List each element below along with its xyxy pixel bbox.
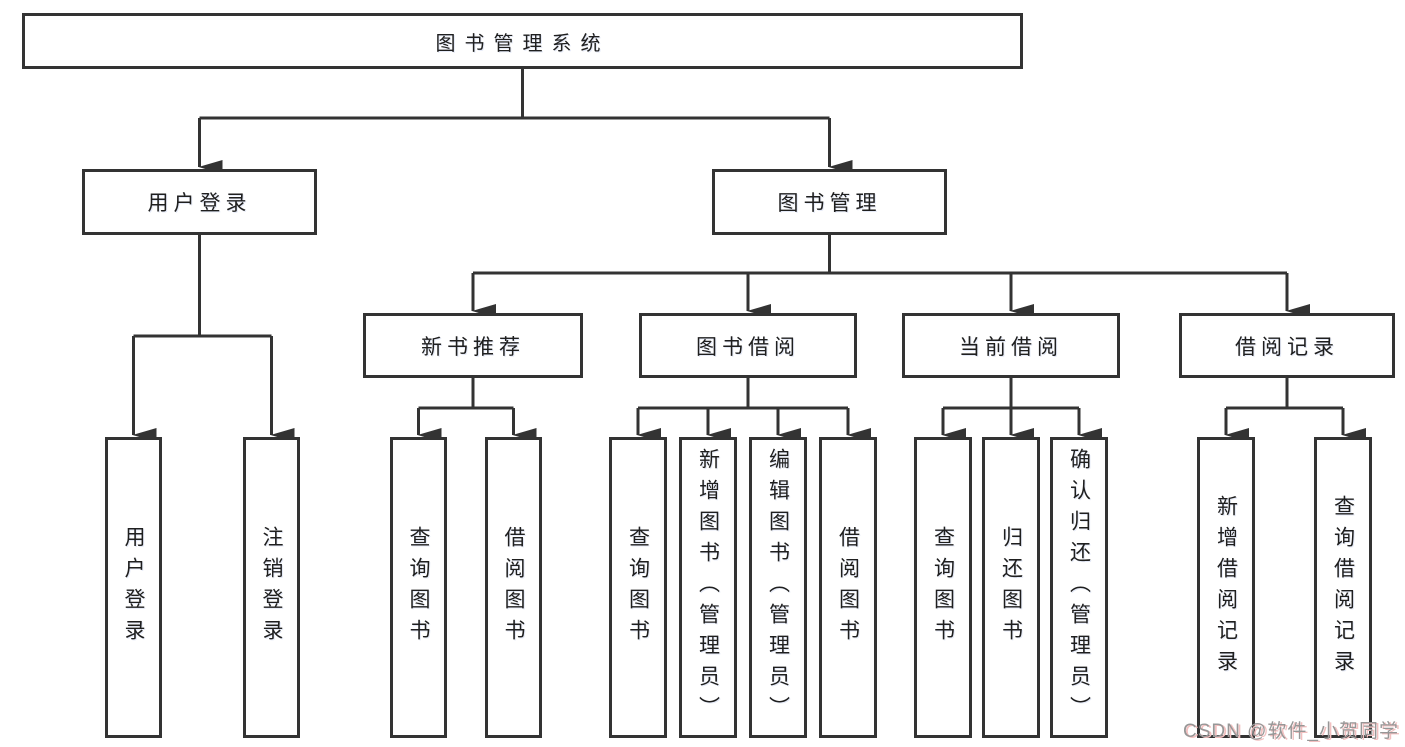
csdn-watermark: CSDN @软件_小贺同学	[1183, 721, 1399, 742]
node-label: 新增借阅记录	[1214, 494, 1238, 681]
node-book-borrow: 图书借阅	[639, 313, 857, 378]
leaf-query-books-borrow: 查询图书	[609, 437, 667, 738]
node-label: 归还图书	[999, 525, 1023, 650]
leaf-add-book-admin: 新增图书（管理员）	[679, 437, 737, 738]
node-label: 编辑图书（管理员）	[766, 448, 790, 727]
node-label: 新增图书（管理员）	[696, 448, 720, 727]
node-label: 新书推荐	[421, 335, 525, 359]
leaf-add-borrow-record: 新增借阅记录	[1197, 437, 1255, 738]
node-label: 注销登录	[260, 525, 283, 650]
node-label: 查询借阅记录	[1331, 494, 1355, 681]
leaf-query-books-recommend: 查询图书	[390, 437, 447, 738]
node-borrow-records: 借阅记录	[1179, 313, 1395, 378]
node-label: 图书管理系统	[435, 32, 610, 55]
node-label: 当前借阅	[959, 335, 1063, 359]
node-user-login: 用户登录	[82, 169, 317, 235]
leaf-borrow-books-recommend: 借阅图书	[485, 437, 542, 738]
node-new-book-recommend: 新书推荐	[363, 313, 583, 378]
node-book-management: 图书管理	[712, 169, 947, 235]
node-label: 查询图书	[931, 525, 955, 650]
node-label: 借阅记录	[1235, 335, 1339, 359]
leaf-edit-book-admin: 编辑图书（管理员）	[749, 437, 807, 738]
node-label: 图书管理	[777, 192, 882, 215]
node-library-management-system: 图书管理系统	[22, 13, 1023, 69]
leaf-query-borrow-record: 查询借阅记录	[1314, 437, 1372, 738]
leaf-logout: 注销登录	[243, 437, 300, 738]
node-label: 图书借阅	[696, 335, 800, 359]
node-label: 借阅图书	[836, 525, 860, 650]
leaf-user-login: 用户登录	[105, 437, 162, 738]
node-label: 用户登录	[147, 192, 252, 215]
node-label: 借阅图书	[502, 525, 525, 650]
node-current-borrow: 当前借阅	[902, 313, 1120, 378]
node-label: 用户登录	[122, 525, 145, 650]
node-label: 查询图书	[407, 525, 430, 650]
node-label: 确认归还（管理员）	[1067, 448, 1091, 727]
leaf-return-book: 归还图书	[982, 437, 1040, 738]
leaf-query-books-current: 查询图书	[914, 437, 972, 738]
node-label: 查询图书	[626, 525, 650, 650]
leaf-confirm-return-admin: 确认归还（管理员）	[1050, 437, 1108, 738]
leaf-borrow-books: 借阅图书	[819, 437, 877, 738]
